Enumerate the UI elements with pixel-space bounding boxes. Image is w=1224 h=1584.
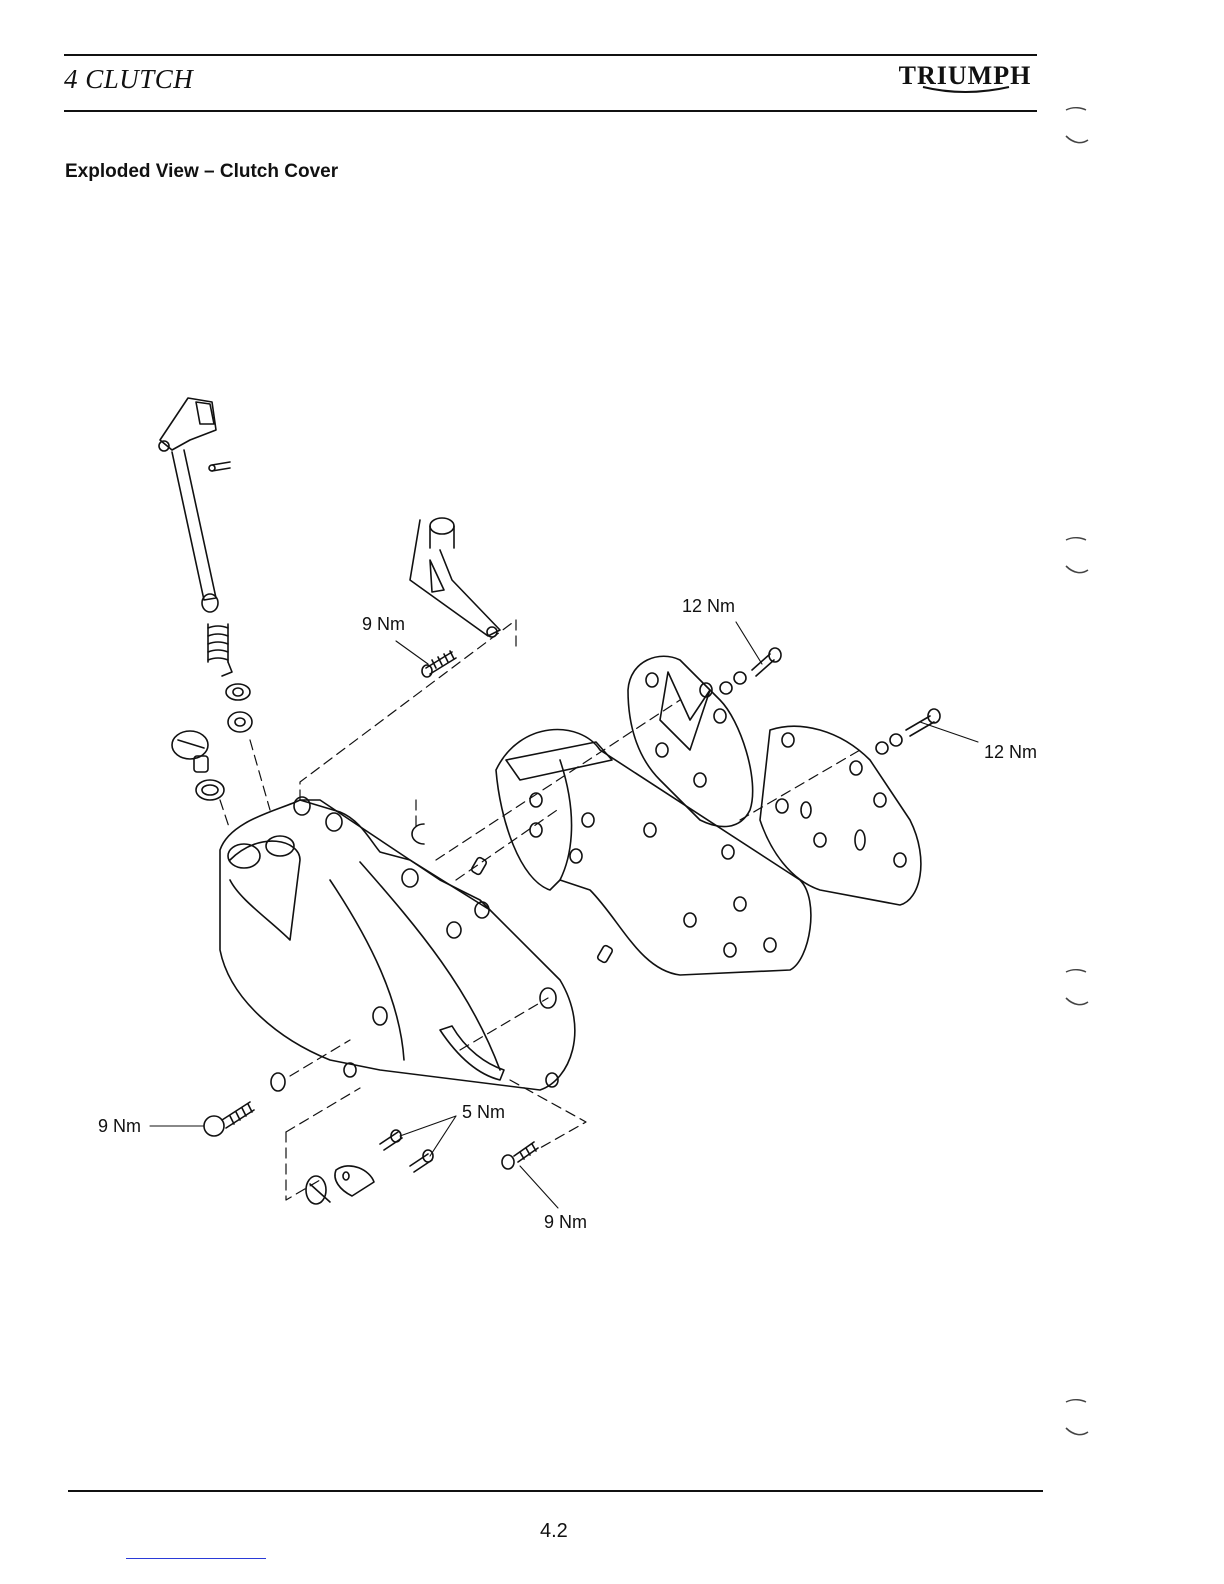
binder-hole-mark <box>1060 100 1100 150</box>
cover-bolt-left <box>204 1073 285 1136</box>
dowel-pins <box>471 857 614 964</box>
torque-label-cover-bolt-bottom: 9 Nm <box>544 1212 587 1233</box>
torque-label-plate-screw-upper: 12 Nm <box>682 596 735 617</box>
oil-filler-plug <box>172 731 224 800</box>
clutch-cover <box>220 797 575 1090</box>
inner-cover-plate <box>628 656 753 826</box>
cover-circlip <box>412 824 424 844</box>
page-number: 4.2 <box>540 1520 568 1543</box>
clutch-lever-shaft <box>159 398 230 612</box>
return-spring <box>208 624 232 676</box>
torque-leader-lines <box>150 622 978 1208</box>
cover-bolt-bottom <box>502 1142 538 1169</box>
torque-label-bracket-bolt: 9 Nm <box>362 614 405 635</box>
link-underline <box>126 1558 266 1559</box>
torque-label-cover-small-screws: 5 Nm <box>462 1102 505 1123</box>
binder-hole-mark <box>1060 1392 1100 1442</box>
cover-gasket <box>496 730 811 975</box>
cable-bracket <box>410 518 500 637</box>
assembly-guide-lines <box>220 620 860 1200</box>
access-cover-and-screws <box>306 1130 433 1204</box>
torque-label-cover-bolt-left: 9 Nm <box>98 1116 141 1137</box>
binder-hole-mark <box>1060 962 1100 1012</box>
plate-screw-upper <box>720 648 781 694</box>
footer-rule <box>68 1490 1043 1492</box>
binder-hole-mark <box>1060 530 1100 580</box>
outer-cover-plate <box>760 726 921 905</box>
torque-label-plate-screw-right: 12 Nm <box>984 742 1037 763</box>
plate-screw-right <box>876 709 940 754</box>
lever-seal-and-washer <box>226 684 252 732</box>
